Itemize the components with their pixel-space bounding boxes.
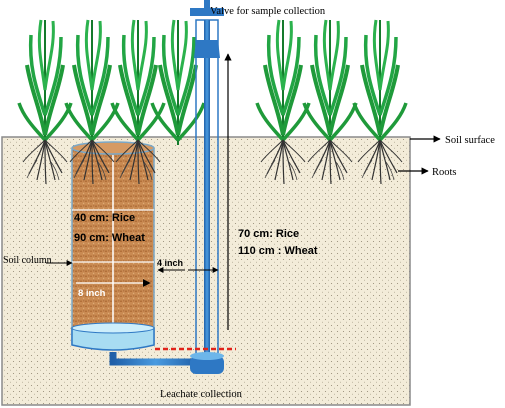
valve-icon[interactable]	[190, 8, 224, 16]
column-depth-wheat-label: 90 cm: Wheat	[74, 232, 145, 244]
soil-column-label: Soil column	[3, 255, 52, 266]
rice-plant-icon	[110, 18, 166, 147]
drain-pipe	[109, 352, 198, 366]
pipe-depth-rice-label: 70 cm: Rice	[238, 228, 299, 240]
valve-label: Valve for sample collection	[210, 6, 326, 17]
gap-label: 4 inch	[157, 258, 183, 268]
rice-plant-icon	[352, 18, 408, 147]
rice-plant-icon	[255, 18, 311, 147]
column-depth-rice-label: 40 cm: Rice	[74, 212, 135, 224]
roots-label: Roots	[432, 167, 457, 178]
leachate-label: Leachate collection	[160, 389, 243, 400]
rice-plant-icon	[17, 18, 73, 147]
soil-column	[71, 141, 155, 351]
soil-surface-label: Soil surface	[445, 135, 495, 146]
rice-plant-icon	[302, 18, 358, 147]
rice-plant-icon	[64, 18, 120, 147]
pipe-depth-wheat-label: 110 cm : Wheat	[238, 245, 318, 257]
leachate-collector	[190, 356, 224, 374]
sampling-pipe	[190, 0, 224, 374]
column-width-label: 8 inch	[78, 288, 106, 299]
